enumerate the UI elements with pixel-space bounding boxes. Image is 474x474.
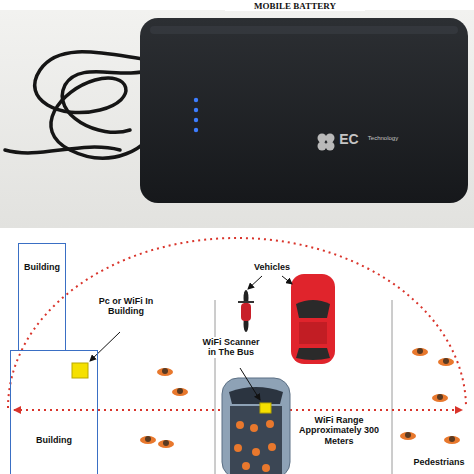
road-line: [392, 300, 393, 474]
battery-highlight: [150, 26, 458, 34]
brand-text: EC: [336, 131, 362, 147]
charge-leds: [194, 98, 198, 132]
usb-cable: [5, 52, 160, 158]
range-label: WiFi Range Approximately 300 Meters: [296, 415, 382, 446]
red-car: [291, 274, 335, 364]
photo-ground: [0, 10, 474, 228]
motorcycle: [238, 290, 254, 332]
building-label: Building: [19, 262, 65, 272]
brand-text: Technology: [361, 135, 405, 142]
brand-logo: [318, 134, 335, 151]
building-outline: Building: [10, 350, 98, 474]
wifi-device: [72, 363, 88, 378]
pedestrians: [140, 348, 460, 448]
photo-title: MOBILE BATTERY: [225, 1, 365, 11]
scanner-label: WiFi Scanner in The Bus: [198, 337, 264, 358]
bus: [222, 378, 290, 474]
vehicles-label: Vehicles: [244, 262, 300, 272]
leader-arrows: [90, 276, 292, 400]
pedestrians-label: Pedestrians: [408, 457, 470, 467]
device-label: Pc or WiFi In Building: [94, 296, 158, 317]
building-outline: Building: [18, 243, 66, 351]
road-line: [215, 300, 216, 474]
battery-body: [140, 18, 468, 203]
building-label: Building: [11, 435, 97, 445]
